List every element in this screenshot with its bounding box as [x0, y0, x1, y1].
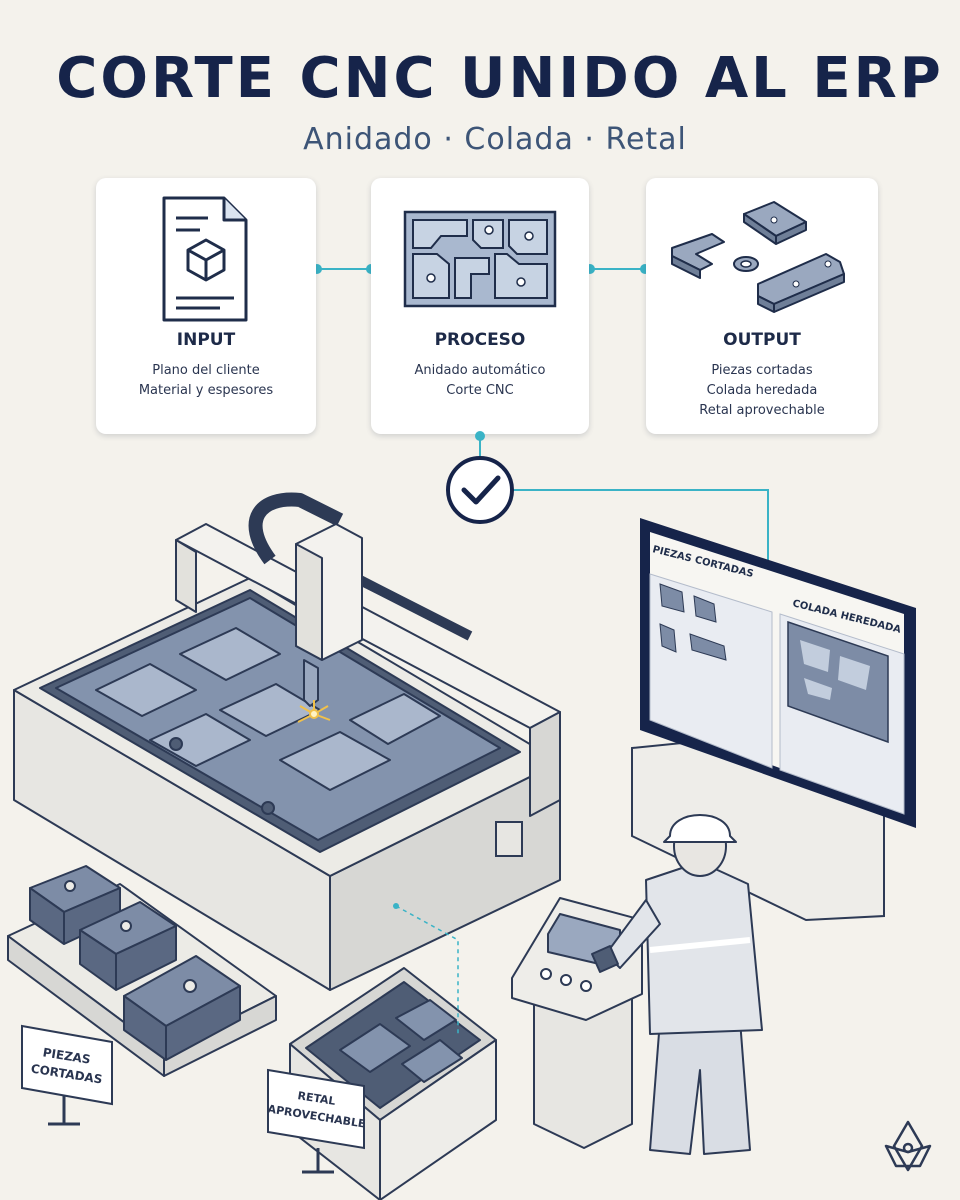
cut-parts-pallet — [7, 865, 277, 1077]
cut-parts-icon — [671, 201, 845, 313]
cnc-machine — [13, 492, 561, 991]
document-cube-icon — [162, 196, 248, 322]
card-proceso-heading: PROCESO — [434, 330, 526, 350]
control-kiosk — [511, 897, 643, 1149]
card-input-line: Material y espesores — [138, 383, 274, 398]
operator-figure — [591, 814, 763, 1155]
check-icon — [446, 456, 514, 524]
card-input-heading: INPUT — [176, 330, 236, 350]
sign-retal-aprovechable: RETAL APROVECHABLE — [267, 1068, 366, 1174]
erp-monitor: PIEZAS CORTADAS COLADA HEREDADA — [631, 518, 916, 922]
connector-input-proceso — [318, 268, 370, 270]
card-output-line: Retal aprovechable — [699, 403, 825, 418]
card-input-line: Plano del cliente — [152, 363, 260, 378]
connector-dot — [312, 264, 322, 274]
connector-dot — [640, 264, 650, 274]
card-proceso-line: Corte CNC — [446, 383, 514, 398]
card-input: INPUT Plano del cliente Material y espes… — [96, 178, 316, 434]
card-output-line: Piezas cortadas — [711, 363, 813, 378]
nesting-sheet-icon — [403, 210, 557, 308]
card-output-line: Colada heredada — [706, 383, 818, 398]
brand-logo-icon — [884, 1120, 932, 1172]
page-subtitle: Anidado · Colada · Retal — [303, 122, 687, 157]
connector-proceso-output — [590, 268, 646, 270]
card-proceso-line: Anidado automático — [414, 363, 546, 378]
page-title: CORTE CNC UNIDO AL ERP — [56, 46, 944, 111]
card-output-heading: OUTPUT — [723, 330, 801, 350]
card-output: OUTPUT Piezas cortadas Colada heredada R… — [646, 178, 878, 434]
card-proceso: PROCESO Anidado automático Corte CNC — [371, 178, 589, 434]
sign-right-line: RETAL — [297, 1089, 337, 1108]
control-socket — [495, 821, 523, 857]
sign-piezas-cortadas: PIEZAS CORTADAS — [21, 1024, 113, 1126]
cutting-spark — [297, 700, 331, 723]
connector-dot — [585, 264, 595, 274]
